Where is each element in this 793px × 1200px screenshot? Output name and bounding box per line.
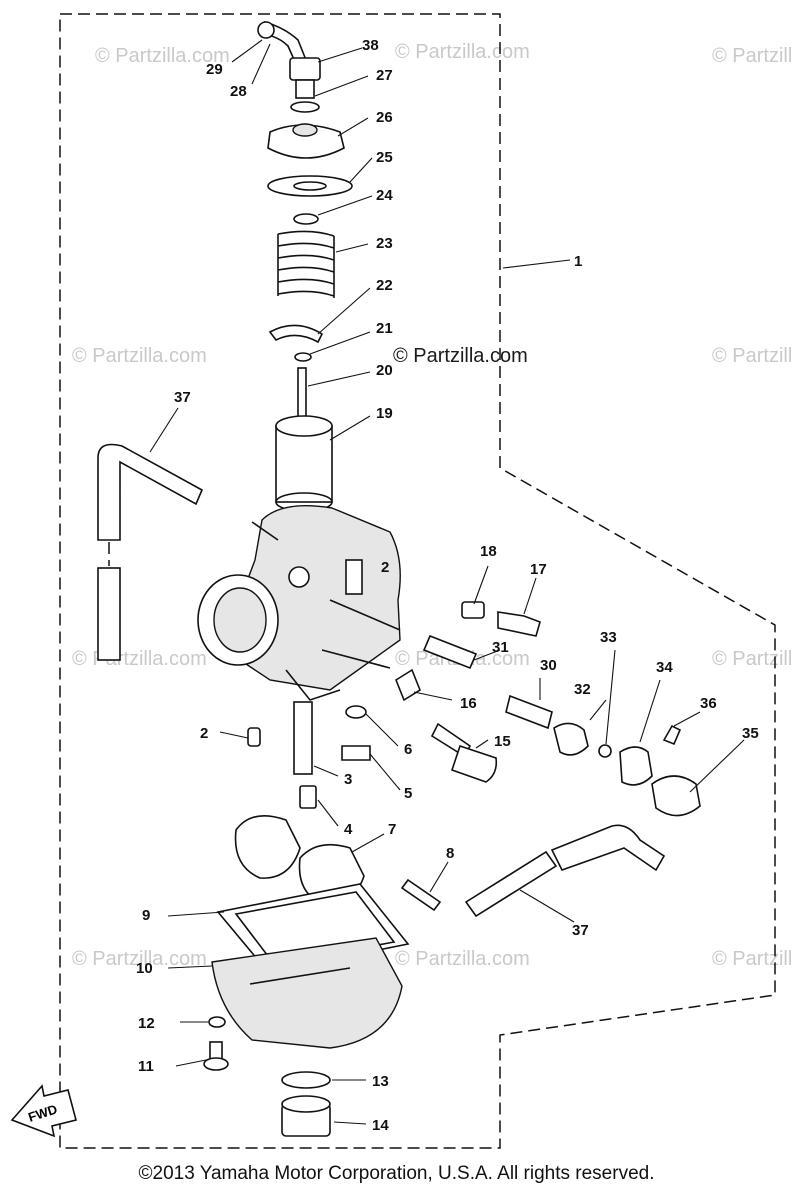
callout-32: 32: [574, 681, 591, 698]
watermark: © Partzilla.com: [72, 948, 207, 970]
callout-31: 31: [492, 639, 509, 656]
callout-29: 29: [206, 61, 223, 78]
callout-11: 11: [138, 1058, 154, 1075]
float-bowl: [211, 883, 410, 1049]
idle-screw: [430, 694, 589, 783]
callout-12: 12: [138, 1015, 155, 1032]
callout-18: 18: [480, 543, 497, 560]
callout-10: 10: [136, 960, 153, 977]
callout-4: 4: [344, 821, 353, 838]
callout-37: 37: [174, 389, 191, 406]
callout-19: 19: [376, 405, 393, 422]
callout-23: 23: [376, 235, 393, 252]
fwd-arrow-icon: FWD: [10, 1084, 77, 1138]
callout-17: 17: [530, 561, 547, 578]
callout-35: 35: [742, 725, 759, 742]
watermark: © Partzilla.com: [712, 948, 793, 970]
callout-21: 21: [376, 320, 393, 337]
clip: [268, 324, 324, 344]
svg-text:2: 2: [381, 559, 389, 576]
callout-28: 28: [230, 83, 247, 100]
callout-25: 25: [376, 149, 393, 166]
callout-1: 1: [574, 253, 582, 270]
mixing-chamber-cap: [267, 123, 353, 225]
callout-7: 7: [388, 821, 396, 838]
callout-38: 38: [362, 37, 379, 54]
leader-1: [502, 259, 571, 269]
bowl-hardware: [203, 1016, 331, 1137]
watermark: © Partzilla.com: [712, 45, 793, 67]
callout-20: 20: [376, 362, 393, 379]
callout-27: 27: [376, 67, 393, 84]
watermark: © Partzilla.com: [72, 345, 207, 367]
throttle-valve: [275, 415, 333, 512]
center-watermark: © Partzilla.com: [393, 345, 528, 367]
assembly-boundary: [59, 13, 776, 1149]
copyright-notice: ©2013 Yamaha Motor Corporation, U.S.A. A…: [138, 1163, 655, 1184]
watermark-layer: © Partzilla.com © Partzilla.com © Partzi…: [72, 41, 793, 970]
throttle-spring: [277, 230, 335, 298]
overflow-tube-left: [97, 443, 204, 661]
watermark: © Partzilla.com: [712, 345, 793, 367]
callout-36: 36: [700, 695, 717, 712]
needle-clip: [294, 352, 312, 362]
callout-8: 8: [446, 845, 454, 862]
callout-5: 5: [404, 785, 412, 802]
carburetor-body: [197, 505, 401, 701]
callout-3: 3: [344, 771, 352, 788]
callout-13: 13: [372, 1073, 389, 1090]
float-pin: [400, 878, 442, 912]
cable-fitting: [257, 20, 321, 113]
watermark: © Partzilla.com: [95, 45, 230, 67]
callout-15: 15: [494, 733, 511, 750]
callout-layer: 2 3 4 5 6 7 8 9 10 11 12 13 14 15 16 17 …: [136, 37, 759, 1134]
callout-6: 6: [404, 741, 412, 758]
watermark: © Partzilla.com: [395, 41, 530, 63]
callout-33: 33: [600, 629, 617, 646]
callout-9: 9: [142, 907, 150, 924]
watermark: © Partzilla.com: [395, 948, 530, 970]
starter-plunger: [598, 724, 701, 817]
callout-37: 37: [572, 922, 589, 939]
callout-24: 24: [376, 187, 393, 204]
overflow-tube-right: [464, 824, 666, 918]
main-jet-parts: [247, 701, 371, 809]
callout-26: 26: [376, 109, 393, 126]
callout-14: 14: [372, 1117, 389, 1134]
watermark: © Partzilla.com: [712, 648, 793, 670]
callout-2: 2: [200, 725, 208, 742]
watermark: © Partzilla.com: [72, 648, 207, 670]
callout-34: 34: [656, 659, 673, 676]
callout-16: 16: [460, 695, 477, 712]
callout-30: 30: [540, 657, 557, 674]
callout-22: 22: [376, 277, 393, 294]
